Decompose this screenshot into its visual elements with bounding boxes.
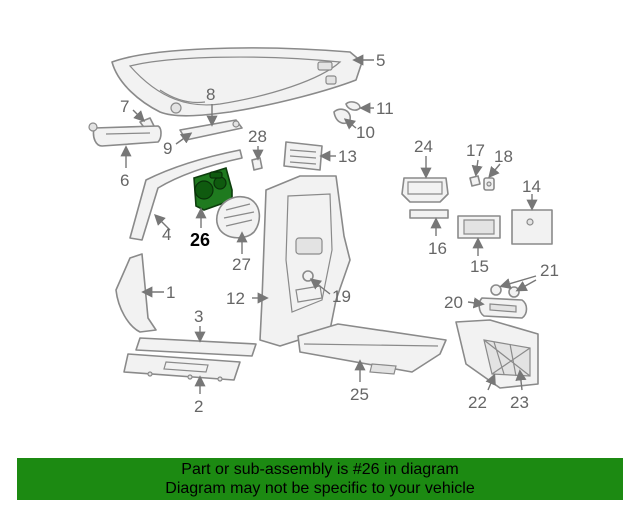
callout-line-10 [343, 118, 357, 130]
callout-3: 3 [194, 307, 203, 326]
banner-line-1: Part or sub-assembly is #26 in diagram [181, 461, 459, 478]
part-24-tray [401, 177, 449, 203]
callout-12: 12 [226, 289, 245, 308]
callout-18: 18 [494, 147, 513, 166]
part-27-speaker-grille [215, 196, 261, 239]
part-17-fastener [469, 175, 481, 187]
callout-20: 20 [444, 293, 463, 312]
callout-10: 10 [356, 123, 375, 142]
callout-1: 1 [166, 283, 175, 302]
callout-7: 7 [120, 97, 129, 116]
callout-28: 28 [248, 127, 267, 146]
part-18-fastener [483, 177, 495, 191]
part-21-clips [490, 284, 520, 298]
callout-2: 2 [194, 397, 203, 416]
callout-line-20 [467, 297, 485, 309]
part-6-sun-visor [88, 122, 162, 147]
callout-21: 21 [540, 261, 559, 280]
part-28-clip [251, 157, 263, 171]
part-5-headliner [111, 47, 363, 117]
callout-24: 24 [414, 137, 433, 156]
callout-line-4 [154, 214, 171, 231]
callout-16: 16 [428, 239, 447, 258]
callout-line-9 [175, 132, 193, 145]
callout-8: 8 [206, 85, 215, 104]
callout-27: 27 [232, 255, 251, 274]
callout-11: 11 [376, 99, 394, 118]
callout-15: 15 [470, 257, 489, 276]
part-3-sill-plate [135, 337, 257, 357]
callout-line-23 [515, 369, 527, 391]
part-11-bezel [345, 101, 361, 111]
part-15-frame [457, 215, 501, 239]
callout-25: 25 [350, 385, 369, 404]
part-2-scuff-plate [123, 353, 241, 382]
part-4-pillar-trim [129, 149, 243, 241]
callout-line-18 [488, 163, 501, 179]
callout-22: 22 [468, 393, 487, 412]
callout-13: 13 [338, 147, 357, 166]
part-16-strip [409, 209, 449, 219]
callout-5: 5 [376, 51, 385, 70]
callout-9: 9 [163, 139, 172, 158]
part-25-cargo-cover [297, 323, 447, 375]
part-1-lower-trim [115, 253, 157, 333]
callout-26: 26 [190, 230, 210, 250]
part-19-clip [302, 270, 314, 282]
callout-4: 4 [162, 225, 171, 244]
callout-line-21b [515, 279, 537, 292]
banner-line-2: Diagram may not be specific to your vehi… [165, 480, 475, 497]
part-20-handle [478, 297, 528, 319]
callout-line-19 [309, 278, 331, 295]
callout-line-22 [485, 373, 496, 391]
info-banner: Part or sub-assembly is #26 in diagram D… [17, 458, 623, 500]
part-8-bracket [179, 119, 243, 141]
callout-line-21a [499, 275, 537, 290]
callout-17: 17 [466, 141, 485, 160]
callout-6: 6 [120, 171, 129, 190]
part-12-quarter-panel [259, 175, 351, 347]
callout-14: 14 [522, 177, 541, 196]
callout-line-17 [471, 159, 483, 177]
callout-19: 19 [332, 287, 351, 306]
part-26-highlighted [193, 166, 233, 211]
callout-line-7 [132, 109, 145, 122]
part-23-cargo-net [483, 339, 531, 377]
part-13-vent [283, 141, 323, 171]
part-14-cover [511, 209, 553, 245]
callout-23: 23 [510, 393, 529, 412]
